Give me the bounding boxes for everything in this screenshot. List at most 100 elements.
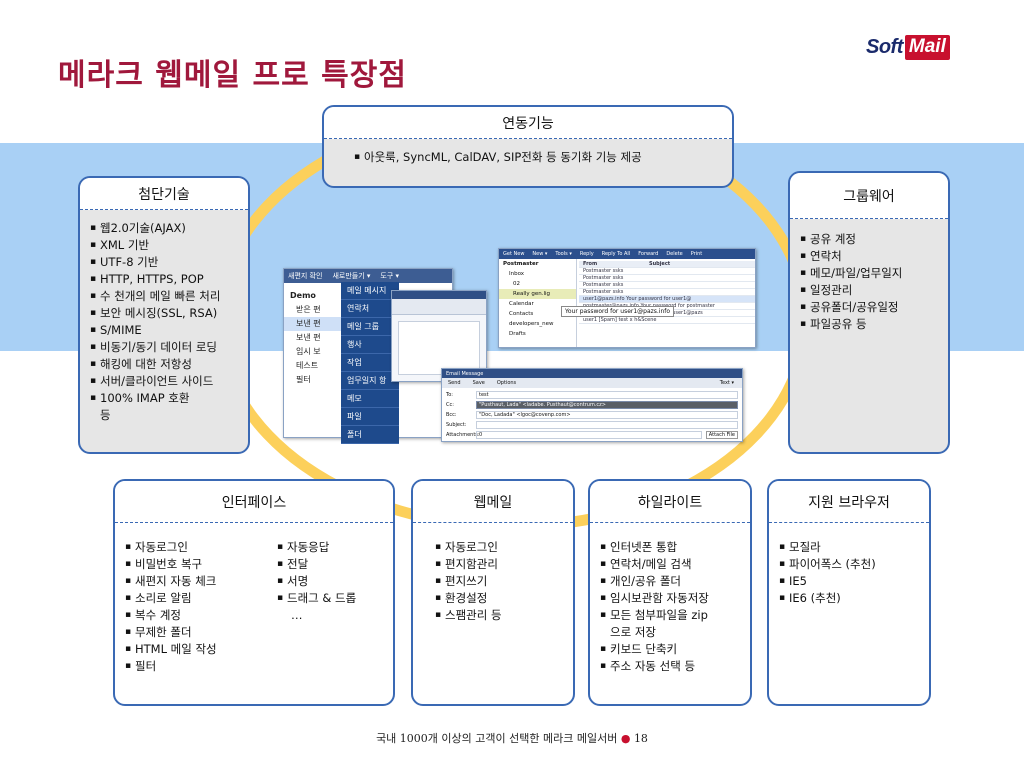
- box-interface-col2: 자동응답 전달 서명 드래그 & 드롭 …: [267, 523, 362, 681]
- list-item: 전달: [277, 556, 356, 573]
- toolbar-tools[interactable]: 도구 ▾: [380, 272, 400, 280]
- cc-field[interactable]: "Pusthaut, Lada" <ladabe. Pusthaut@contr…: [476, 401, 738, 409]
- list-item: 일정관리: [800, 282, 942, 299]
- box-tech-title: 첨단기술: [80, 178, 248, 210]
- rt-tools[interactable]: Tools ▾: [555, 251, 572, 257]
- list-item: 임시보관함 자동저장: [600, 590, 744, 607]
- compose-format[interactable]: Text ▾: [719, 380, 734, 386]
- compose-save[interactable]: Save: [472, 380, 485, 386]
- box-groupware-list: 공유 계정 연락처 메모/파일/업무일지 일정관리 공유폴더/공유일정 파일공유…: [790, 219, 948, 339]
- list-item: IE6 (추천): [779, 590, 923, 607]
- attach-file-button[interactable]: Attach File: [705, 431, 738, 439]
- rt-forward[interactable]: Forward: [638, 251, 659, 257]
- message-row[interactable]: Postmaster ssks: [579, 282, 755, 289]
- right-app-toolbar: Get New New ▾ Tools ▾ Reply Reply To All…: [499, 249, 755, 259]
- box-sync-list: 아웃룩, SyncML, CalDAV, SIP전화 등 동기화 기능 제공: [324, 139, 732, 172]
- list-item: 파이어폭스 (추천): [779, 556, 923, 573]
- tree-item[interactable]: 받은 편: [296, 305, 321, 314]
- toolbar-check-mail[interactable]: 새편지 확인: [288, 272, 323, 280]
- footer-dot: ●: [620, 732, 631, 745]
- col-from[interactable]: From: [583, 261, 598, 267]
- menu-item[interactable]: 작업: [341, 354, 399, 372]
- browser-titlebar: [392, 291, 486, 299]
- box-webmail: 웹메일 자동로그인 편지함관리 편지쓰기 환경설정 스팸관리 등: [411, 479, 575, 706]
- menu-item[interactable]: 메모: [341, 390, 399, 408]
- message-row[interactable]: Postmaster ssks: [579, 289, 755, 296]
- field-label: Bcc:: [446, 412, 457, 418]
- field-label: Attachments:: [446, 432, 480, 438]
- footer-text: 국내 1000개 이상의 고객이 선택한 메라크 메일서버: [376, 732, 618, 745]
- rt-tree-item[interactable]: developers_new: [509, 321, 554, 327]
- message-row[interactable]: Postmaster ssks: [579, 268, 755, 275]
- list-item: 키보드 단축키: [600, 641, 744, 658]
- message-row[interactable]: Postmaster ssks: [579, 275, 755, 282]
- browser-toolbar: [392, 299, 486, 315]
- rt-new[interactable]: New ▾: [532, 251, 548, 257]
- box-interface-col1: 자동로그인 비밀번호 복구 새편지 자동 체크 소리로 알림 복수 계정 무제한…: [115, 523, 267, 681]
- toolbar-new[interactable]: 새로만들기 ▾: [332, 272, 371, 280]
- rt-tree-item[interactable]: Inbox: [509, 271, 525, 277]
- box-sync-title: 연동기능: [324, 107, 732, 139]
- list-item: 필터: [125, 658, 261, 675]
- menu-item[interactable]: 폴더: [341, 426, 399, 444]
- tree-item[interactable]: 테스트: [296, 361, 319, 370]
- bcc-field[interactable]: "Doc, Ladada" <lgoc@covenp.com>: [476, 411, 738, 419]
- list-item: HTTP, HTTPS, POP: [90, 271, 242, 288]
- field-label: To:: [446, 392, 453, 398]
- menu-item[interactable]: 메일 그룹: [341, 318, 399, 336]
- rt-reply-all[interactable]: Reply To All: [601, 251, 631, 257]
- list-item: 자동응답: [277, 539, 356, 556]
- list-item: …: [291, 608, 303, 622]
- box-highlight: 하일라이트 인터넷폰 통합 연락처/메일 검색 개인/공유 폴더 임시보관함 자…: [588, 479, 752, 706]
- message-row[interactable]: user1@pazs.info Your password for user1@: [579, 296, 755, 303]
- rt-tree-item[interactable]: Really gen.lig: [499, 289, 576, 299]
- list-item: 자동로그인: [125, 539, 261, 556]
- rt-get-new[interactable]: Get New: [503, 251, 525, 257]
- subject-field[interactable]: [476, 421, 738, 429]
- logo-mail: Mail: [904, 34, 950, 60]
- field-label: Cc:: [446, 402, 454, 408]
- softmail-logo: Soft Mail: [866, 32, 950, 62]
- box-browser-title: 지원 브라우저: [769, 481, 929, 523]
- list-item: 복수 계정: [125, 607, 261, 624]
- menu-item[interactable]: 메일 메시지: [341, 282, 399, 300]
- rt-print[interactable]: Print: [690, 251, 703, 257]
- compose-window: Email Message Send Save Options Text ▾ T…: [441, 368, 743, 442]
- list-item: 환경설정: [435, 590, 567, 607]
- compose-options[interactable]: Options: [496, 380, 517, 386]
- menu-item[interactable]: 업무일지 항: [341, 372, 399, 390]
- logo-soft: Soft: [866, 35, 903, 58]
- box-tech-list: 웹2.0기술(AJAX) XML 기반 UTF-8 기반 HTTP, HTTPS…: [80, 210, 248, 430]
- message-row[interactable]: user1 [Spam] test x h&Scene: [579, 317, 755, 324]
- tree-item[interactable]: 보낸 편: [296, 333, 321, 342]
- rt-tree-item[interactable]: Postmaster: [503, 261, 539, 267]
- rt-tree-item[interactable]: Calendar: [509, 301, 534, 307]
- compose-toolbar: Send Save Options Text ▾: [442, 378, 742, 388]
- rt-reply[interactable]: Reply: [579, 251, 594, 257]
- compose-send[interactable]: Send: [448, 380, 461, 386]
- browser-window: [391, 290, 487, 382]
- compose-fields: To: test Cc: "Pusthaut, Lada" <ladabe. P…: [442, 388, 742, 441]
- to-field[interactable]: test: [476, 391, 738, 399]
- menu-item[interactable]: 행사: [341, 336, 399, 354]
- rt-tree-item[interactable]: 02: [513, 281, 520, 287]
- attachments-field[interactable]: 0: [476, 431, 702, 439]
- box-interface-columns: 자동로그인 비밀번호 복구 새편지 자동 체크 소리로 알림 복수 계정 무제한…: [115, 523, 393, 681]
- rt-delete[interactable]: Delete: [666, 251, 683, 257]
- list-item: 등: [100, 408, 111, 422]
- tree-item[interactable]: 임시 보: [296, 347, 321, 356]
- rt-tree-item[interactable]: Contacts: [509, 311, 534, 317]
- list-item: 모질라: [779, 539, 923, 556]
- menu-item[interactable]: 연락처: [341, 300, 399, 318]
- tree-root[interactable]: Demo: [290, 291, 316, 300]
- col-subject[interactable]: Subject: [648, 261, 671, 267]
- box-sync: 연동기능 아웃룩, SyncML, CalDAV, SIP전화 등 동기화 기능…: [322, 105, 734, 188]
- list-item: 연락처: [800, 248, 942, 265]
- list-item: 공유폴더/공유일정: [800, 299, 942, 316]
- tree-item[interactable]: 필터: [296, 375, 311, 384]
- page-number: 18: [633, 732, 648, 745]
- box-browser: 지원 브라우저 모질라 파이어폭스 (추천) IE5 IE6 (추천): [767, 479, 931, 706]
- rt-tree-item[interactable]: Drafts: [509, 331, 526, 337]
- menu-item[interactable]: 파일: [341, 408, 399, 426]
- box-highlight-list: 인터넷폰 통합 연락처/메일 검색 개인/공유 폴더 임시보관함 자동저장 모든…: [590, 523, 750, 681]
